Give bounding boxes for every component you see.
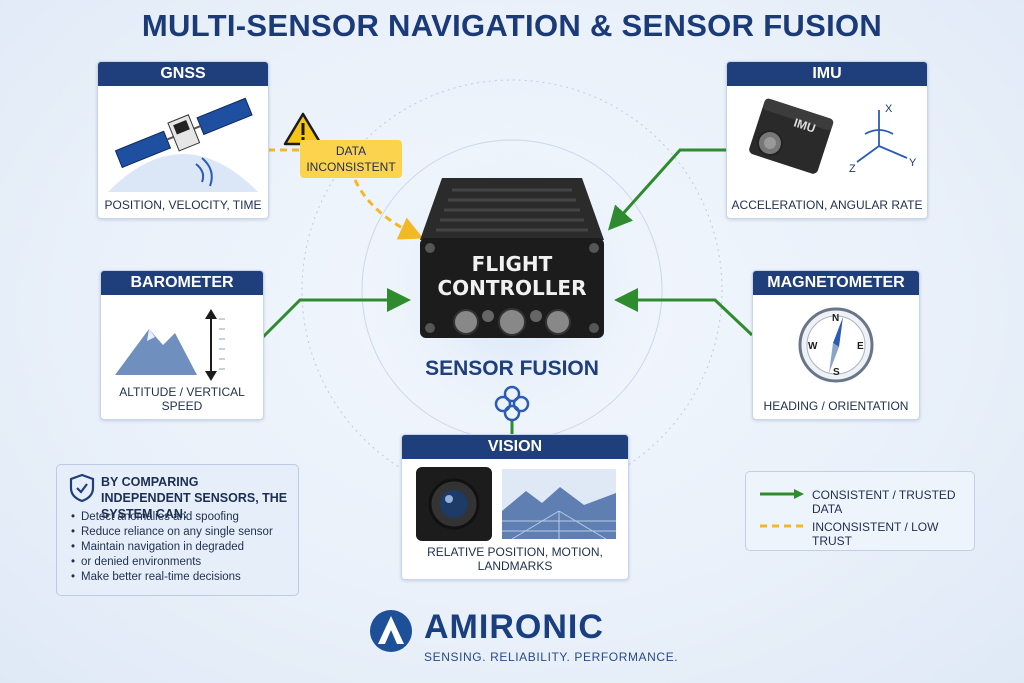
legend: CONSISTENT / TRUSTED DATA INCONSISTENT /… — [745, 471, 975, 551]
callout-line1: DATA — [335, 144, 367, 158]
fusion-ring-outer — [301, 79, 723, 501]
magnetometer-caption: HEADING / ORIENTATION — [763, 399, 909, 413]
axis-x-label: X — [885, 103, 893, 115]
imu-caption: ACCELERATION, ANGULAR RATE — [731, 198, 923, 212]
brand-tagline: SENSING. RELIABILITY. PERFORMANCE. — [424, 650, 679, 664]
data-inconsistent-callout: DATA INCONSISTENT — [300, 140, 402, 178]
sensor-fusion-label: SENSOR FUSION — [425, 357, 599, 380]
legend-trusted-label: CONSISTENT / TRUSTED DATA — [812, 488, 956, 516]
info-item: Make better real-time decisions — [71, 570, 273, 585]
info-item: Maintain navigation in degraded — [71, 540, 273, 555]
info-box: BY COMPARING INDEPENDENT SENSORS, THE SY… — [56, 464, 299, 596]
gnss-link-to-fc — [353, 179, 424, 240]
info-item: Reduce reliance on any single sensor — [71, 525, 273, 540]
landscape-icon — [502, 469, 616, 540]
fusion-knot-icon — [494, 385, 530, 422]
flight-controller-label: FLIGHT CONTROLLER — [432, 252, 592, 300]
axes-icon — [856, 110, 908, 163]
magnetometer-link — [614, 288, 754, 337]
compass-n: N — [832, 313, 839, 324]
callout-line2: INCONSISTENT — [306, 160, 396, 174]
legend-low-trust-line — [760, 524, 804, 528]
fc-line1: FLIGHT — [471, 252, 553, 276]
info-item-continued: or denied environments — [71, 555, 273, 570]
barometer-caption: ALTITUDE / VERTICAL SPEED — [119, 385, 245, 413]
vision-caption: RELATIVE POSITION, MOTION, LANDMARKS — [427, 545, 603, 573]
magnetometer-title: MAGNETOMETER — [753, 271, 919, 295]
compass-e: E — [857, 341, 864, 352]
barometer-card: BAROMETER ALTITUDE / VERTICAL SPEED — [100, 270, 264, 420]
gnss-caption: POSITION, VELOCITY, TIME — [104, 198, 262, 212]
imu-title: IMU — [727, 62, 927, 86]
compass-w: W — [808, 341, 818, 352]
flight-controller-device — [420, 178, 604, 338]
amironic-logo-icon — [370, 610, 412, 652]
gnss-card: GNSS POSITION, VELOCITY, TIME — [97, 61, 269, 219]
satellite-icon — [108, 97, 258, 192]
barometer-link — [260, 288, 411, 340]
vision-card: VISION RELATIVE POSITION, MOTION, LANDMA… — [401, 434, 629, 580]
magnetometer-card: MAGNETOMETER N E S W HEADING / ORIENTATI… — [752, 270, 920, 420]
gnss-title: GNSS — [98, 62, 268, 86]
barometer-title: BAROMETER — [101, 271, 263, 295]
imu-link — [607, 148, 726, 231]
axis-y-label: Y — [909, 157, 917, 169]
brand-name: AMIRONIC — [424, 608, 604, 646]
camera-icon — [416, 467, 616, 541]
info-item: Detect anomalies and spoofing — [71, 510, 273, 525]
vision-title: VISION — [402, 435, 628, 459]
imu-device-icon: IMU X Y Z — [749, 98, 917, 175]
compass-s: S — [833, 367, 840, 378]
compass-icon: N E S W — [798, 307, 874, 383]
mountain-altitude-icon — [115, 309, 225, 381]
info-list: Detect anomalies and spoofing Reduce rel… — [71, 510, 273, 585]
connector-icon — [453, 308, 571, 336]
imu-card: IMU IMU X Y Z ACCELERATION, ANGULAR RATE — [726, 61, 928, 219]
fc-line2: CONTROLLER — [437, 276, 587, 300]
legend-low-trust-label: INCONSISTENT / LOW TRUST — [812, 520, 939, 548]
axis-z-label: Z — [849, 163, 856, 175]
legend-trusted-line — [760, 489, 804, 499]
shield-check-icon — [69, 473, 95, 503]
page-title: MULTI-SENSOR NAVIGATION & SENSOR FUSION — [141, 8, 883, 43]
imu-device-label: IMU — [792, 116, 817, 136]
